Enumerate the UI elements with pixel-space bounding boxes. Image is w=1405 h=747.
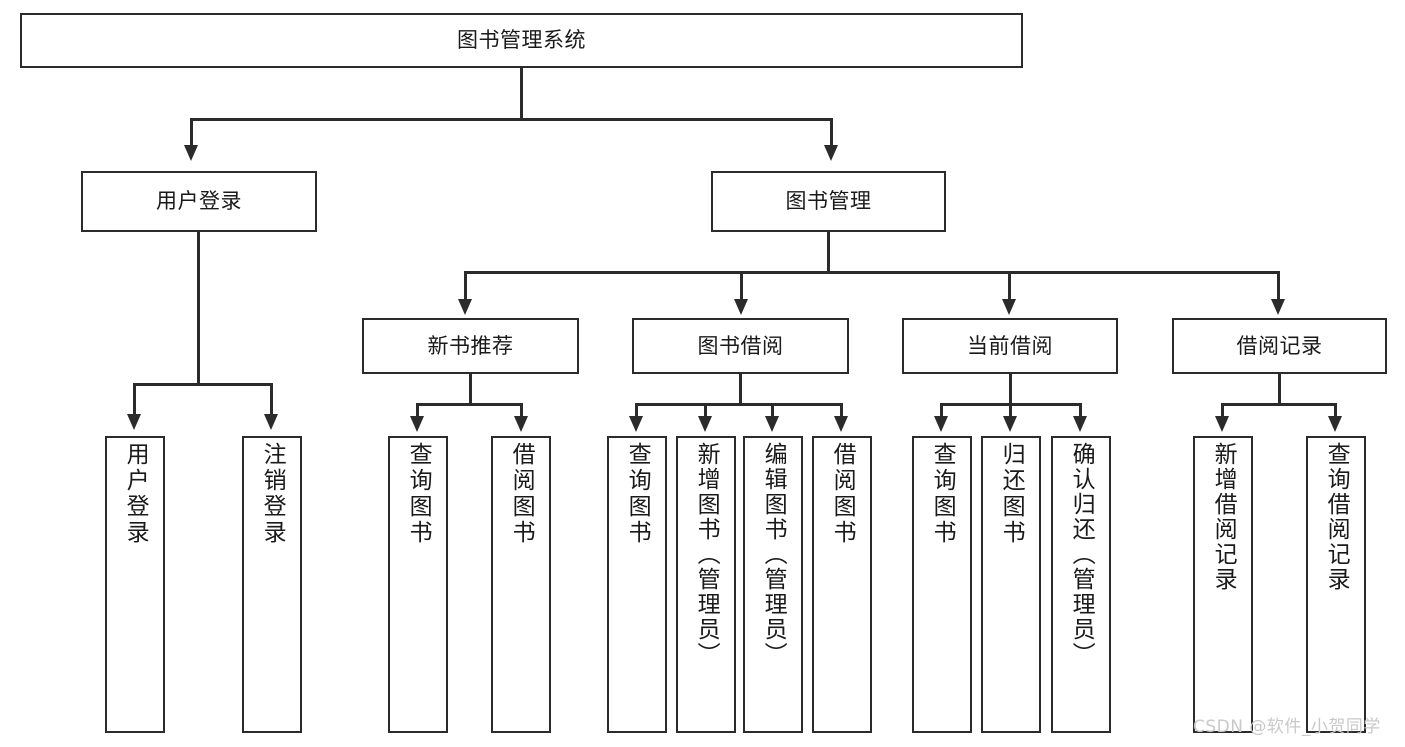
leaf-label: 查询图书 <box>929 442 956 546</box>
node-borrow-records[interactable]: 借阅记录 <box>1172 318 1387 374</box>
connector-root-to-book-management <box>830 118 833 147</box>
arrowhead-bookborrow-leaf-4 <box>834 416 848 432</box>
connector-newbook-bus <box>416 403 523 406</box>
connector-book-management-stem <box>827 232 830 271</box>
arrowhead-user-login <box>184 145 198 161</box>
connector-bookborrow-bus <box>635 403 843 406</box>
leaf-add-borrow-record[interactable]: 新增借阅记录 <box>1193 436 1253 733</box>
node-label: 当前借阅 <box>967 333 1053 358</box>
connector-root-to-user-login <box>190 118 193 147</box>
connector-borrowrecords-to-leaf-2 <box>1334 403 1337 419</box>
leaf-query-books-current[interactable]: 查询图书 <box>912 436 972 733</box>
connector-user-login-stem <box>197 232 200 383</box>
leaf-label: 注销登录 <box>259 442 286 546</box>
arrowhead-newbook-leaf-2 <box>514 416 528 432</box>
leaf-label: 查询图书 <box>624 442 651 546</box>
leaf-label: 查询图书 <box>405 442 432 546</box>
connector-to-new-book-recommend <box>464 271 467 301</box>
connector-userlogin-to-leaf-1 <box>133 383 136 416</box>
node-current-borrow[interactable]: 当前借阅 <box>902 318 1118 374</box>
leaf-label: 新增借阅记录 <box>1210 442 1237 592</box>
node-root-book-management-system[interactable]: 图书管理系统 <box>20 13 1023 68</box>
leaf-query-books-recommend[interactable]: 查询图书 <box>388 436 448 733</box>
csdn-watermark: CSDN @软件_小贺同学 <box>1193 717 1381 737</box>
connector-borrowrecords-to-leaf-1 <box>1221 403 1224 419</box>
connector-bookborrow-to-leaf-2 <box>704 403 707 419</box>
arrowhead-bookborrow-leaf-2 <box>698 416 712 432</box>
connector-bookborrow-to-leaf-3 <box>771 403 774 419</box>
leaf-label: 编辑图书（管理员） <box>760 442 787 667</box>
leaf-label: 借阅图书 <box>508 442 535 546</box>
connector-currentborrow-to-leaf-3 <box>1079 403 1082 419</box>
connector-currentborrow-to-leaf-1 <box>940 403 943 419</box>
arrowhead-borrow-records <box>1271 299 1285 315</box>
arrowhead-leaf-user-login <box>127 414 141 430</box>
leaf-query-borrow-record[interactable]: 查询借阅记录 <box>1306 436 1366 733</box>
leaf-label: 用户登录 <box>122 442 149 546</box>
leaf-edit-book-admin[interactable]: 编辑图书（管理员） <box>743 436 803 733</box>
arrowhead-currentborrow-leaf-1 <box>934 416 948 432</box>
leaf-borrow-books-borrow[interactable]: 借阅图书 <box>812 436 872 733</box>
arrowhead-currentborrow-leaf-3 <box>1073 416 1087 432</box>
node-label: 图书管理系统 <box>457 28 586 53</box>
connector-borrowrecords-stem <box>1278 374 1281 403</box>
leaf-label: 确认归还（管理员） <box>1068 442 1095 667</box>
connector-bookborrow-to-leaf-4 <box>840 403 843 419</box>
connector-bookborrow-to-leaf-1 <box>635 403 638 419</box>
leaf-user-login[interactable]: 用户登录 <box>105 436 165 733</box>
node-book-borrow[interactable]: 图书借阅 <box>632 318 849 374</box>
connector-root-stem <box>520 68 523 118</box>
leaf-label: 归还图书 <box>998 442 1025 546</box>
leaf-query-books-borrow[interactable]: 查询图书 <box>607 436 667 733</box>
connector-to-borrow-records <box>1277 271 1280 301</box>
connector-bookborrow-stem <box>739 374 742 403</box>
connector-root-bus <box>190 118 833 121</box>
arrowhead-newbook-leaf-1 <box>410 416 424 432</box>
connector-newbook-to-leaf-1 <box>416 403 419 419</box>
arrowhead-borrowrecords-leaf-1 <box>1215 416 1229 432</box>
arrowhead-current-borrow <box>1002 299 1016 315</box>
arrowhead-bookborrow-leaf-3 <box>765 416 779 432</box>
leaf-confirm-return-admin[interactable]: 确认归还（管理员） <box>1051 436 1111 733</box>
node-new-book-recommend[interactable]: 新书推荐 <box>362 318 579 374</box>
arrowhead-bookborrow-leaf-1 <box>629 416 643 432</box>
arrowhead-currentborrow-leaf-2 <box>1003 416 1017 432</box>
connector-to-current-borrow <box>1008 271 1011 301</box>
connector-to-book-borrow <box>740 271 743 301</box>
node-label: 用户登录 <box>156 189 242 214</box>
arrowhead-book-management <box>824 145 838 161</box>
leaf-logout[interactable]: 注销登录 <box>242 436 302 733</box>
leaf-return-books[interactable]: 归还图书 <box>981 436 1041 733</box>
leaf-add-book-admin[interactable]: 新增图书（管理员） <box>676 436 736 733</box>
connector-userlogin-to-leaf-2 <box>270 383 273 416</box>
node-label: 图书借阅 <box>697 333 784 358</box>
connector-borrowrecords-bus <box>1221 403 1337 406</box>
node-user-login[interactable]: 用户登录 <box>81 171 317 232</box>
arrowhead-new-book-recommend <box>458 299 472 315</box>
arrowhead-borrowrecords-leaf-2 <box>1328 416 1342 432</box>
connector-newbook-stem <box>469 374 472 403</box>
leaf-label: 借阅图书 <box>829 442 856 546</box>
node-label: 图书管理 <box>785 189 872 214</box>
arrowhead-leaf-logout <box>264 414 278 430</box>
leaf-borrow-books-recommend[interactable]: 借阅图书 <box>491 436 551 733</box>
node-label: 借阅记录 <box>1236 333 1323 358</box>
leaf-label: 新增图书（管理员） <box>693 442 720 667</box>
connector-user-login-bus <box>133 383 273 386</box>
connector-currentborrow-stem <box>1009 374 1012 403</box>
connector-newbook-to-leaf-2 <box>520 403 523 419</box>
connector-level3-bus <box>464 271 1280 274</box>
connector-currentborrow-to-leaf-2 <box>1009 403 1012 419</box>
arrowhead-book-borrow <box>734 299 748 315</box>
leaf-label: 查询借阅记录 <box>1323 442 1350 592</box>
node-label: 新书推荐 <box>427 333 514 358</box>
node-book-management[interactable]: 图书管理 <box>711 171 946 232</box>
